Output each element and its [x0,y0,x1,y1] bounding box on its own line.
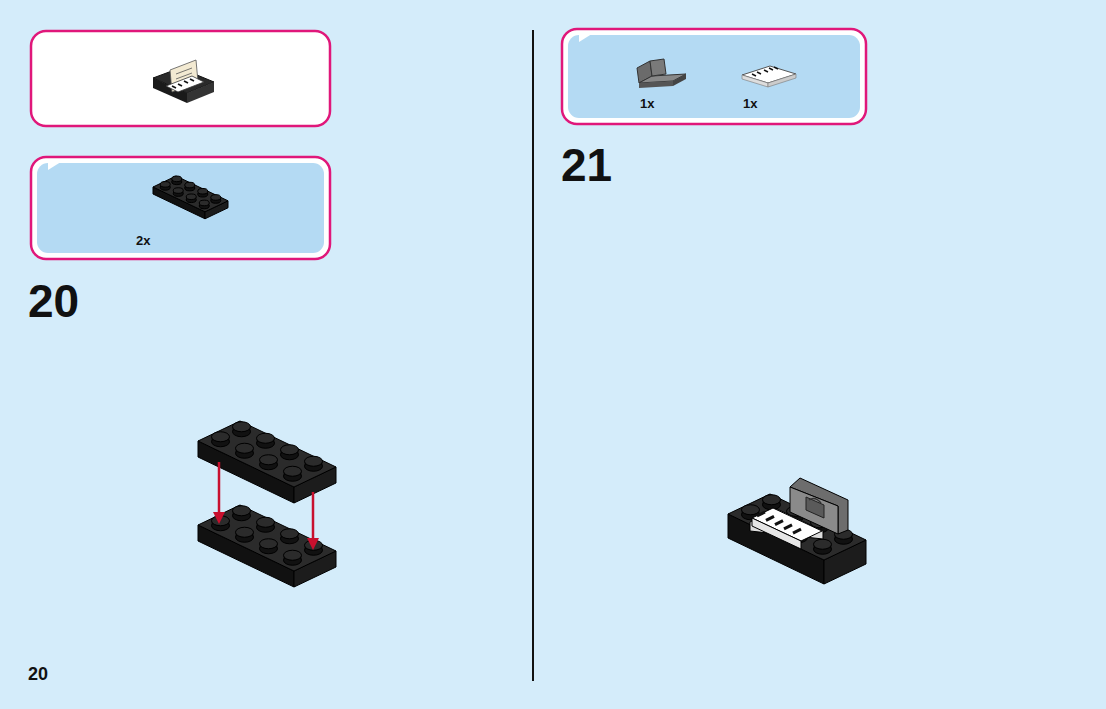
grey-bracket [790,478,848,534]
shape [809,499,821,503]
shape [260,455,278,465]
shape [752,518,801,549]
quantity-label: 1x [743,96,757,111]
shape [260,539,278,549]
parts-callout: 1x 1x [568,35,860,118]
piano-icon [153,60,214,103]
shape [212,432,230,442]
callout-frame [31,29,866,259]
shape [784,525,792,529]
shape [172,176,182,182]
lego-plate [198,505,336,587]
shape [233,506,251,516]
shape [186,194,196,200]
shape [236,527,254,537]
shape [757,512,765,516]
shape [790,487,838,534]
shape [233,422,251,432]
shape [211,195,221,201]
shape [236,443,254,453]
shape [257,517,275,527]
shape [198,188,208,194]
bracket-part [637,59,686,88]
step-number: 20 [28,278,79,324]
shape [281,445,299,455]
shape [284,550,302,560]
shape [153,176,228,212]
shape [742,505,760,515]
page-divider [532,30,534,681]
shape [257,433,275,443]
shape [160,182,170,188]
shape [806,497,824,518]
quantity-label: 1x [640,96,654,111]
shape [814,539,832,549]
shape [790,478,848,534]
parts-callout: 2x [37,163,324,253]
shape [793,529,801,533]
shape [305,456,323,466]
keyboard-tile-part [742,66,796,87]
shape [766,516,774,520]
shape [198,505,336,571]
shape [185,182,195,188]
lego-plate [153,176,228,219]
shape [763,495,781,505]
quantity-label: 2x [136,233,150,248]
shape [284,466,302,476]
assembly-arrow [213,462,319,550]
shape [281,529,299,539]
shape [199,200,209,206]
page-number: 20 [28,665,48,683]
shape [173,188,183,194]
shape [775,521,783,525]
step-number: 21 [561,142,612,188]
